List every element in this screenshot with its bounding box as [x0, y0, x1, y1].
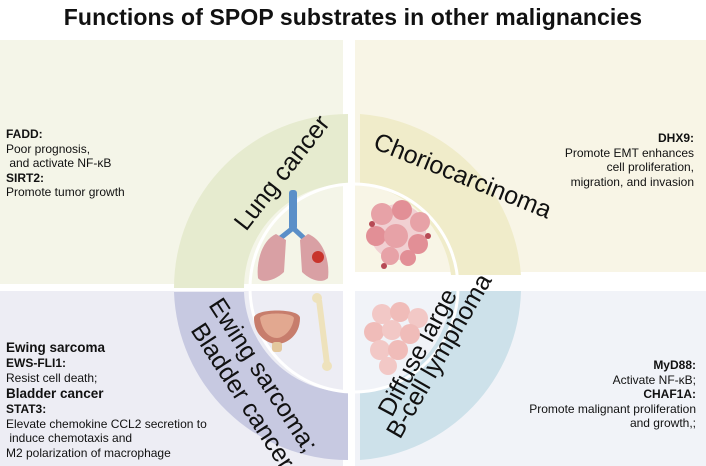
- lymphoma-notes: MyD88: Activate NF-κB; CHAF1A: Promote m…: [529, 358, 696, 431]
- fadd-desc-2: and activate NF-κB: [6, 156, 112, 170]
- myd88-desc: Activate NF-κB;: [612, 372, 696, 387]
- stat3-key: STAT3:: [6, 402, 47, 416]
- lymphoma-ring-segment: [360, 291, 521, 460]
- dhx9-desc-1: Promote EMT enhances: [564, 145, 694, 160]
- bladder-and-bone-icon: [254, 293, 332, 371]
- chaf1a-desc-2: and growth,;: [629, 416, 696, 430]
- sirt2-desc: Promote tumor growth: [6, 185, 125, 199]
- lungs-icon: [257, 190, 329, 281]
- bladder-heading: Bladder cancer: [6, 386, 104, 401]
- choriocarcinoma-notes: DHX9: Promote EMT enhances cell prolifer…: [565, 131, 694, 189]
- chaf1a-desc-1: Promote malignant proliferation: [529, 401, 696, 416]
- page-title: Functions of SPOP substrates in other ma…: [63, 4, 643, 30]
- myd88-key: MyD88:: [653, 358, 696, 372]
- ewing-bladder-notes: Ewing sarcoma EWS-FLI1: Resist cell deat…: [6, 339, 207, 460]
- lung-cancer-ring-segment: [174, 114, 348, 288]
- dhx9-key: DHX9:: [657, 131, 694, 145]
- ews-fli1-desc: Resist cell death;: [6, 370, 98, 385]
- stat3-desc-2: induce chemotaxis and: [6, 431, 133, 445]
- inner-circle: [248, 182, 460, 394]
- ews-fli1-key: EWS-FLI1:: [6, 356, 66, 370]
- dhx9-desc-2: cell proliferation,: [606, 160, 694, 174]
- sirt2-key: SIRT2:: [6, 170, 45, 185]
- fadd-desc-1: Poor prognosis,: [6, 141, 91, 156]
- ewing-heading: Ewing sarcoma: [6, 340, 106, 355]
- ewing-bladder-ring-segment: [174, 292, 348, 461]
- chaf1a-key: CHAF1A:: [643, 387, 696, 401]
- stat3-desc-3: M2 polarization of macrophage: [6, 445, 171, 460]
- stat3-desc-1: Elevate chemokine CCL2 secretion to: [6, 416, 207, 431]
- dhx9-desc-3: migration, and invasion: [570, 174, 694, 189]
- choriocarcinoma-ring-segment: [360, 114, 521, 275]
- lung-cancer-notes: FADD: Poor prognosis, and activate NF-κB…: [6, 127, 125, 200]
- b-cell-cluster-icon: [364, 302, 428, 375]
- tumor-cell-cluster-icon: [366, 200, 431, 269]
- fadd-key: FADD:: [6, 127, 43, 141]
